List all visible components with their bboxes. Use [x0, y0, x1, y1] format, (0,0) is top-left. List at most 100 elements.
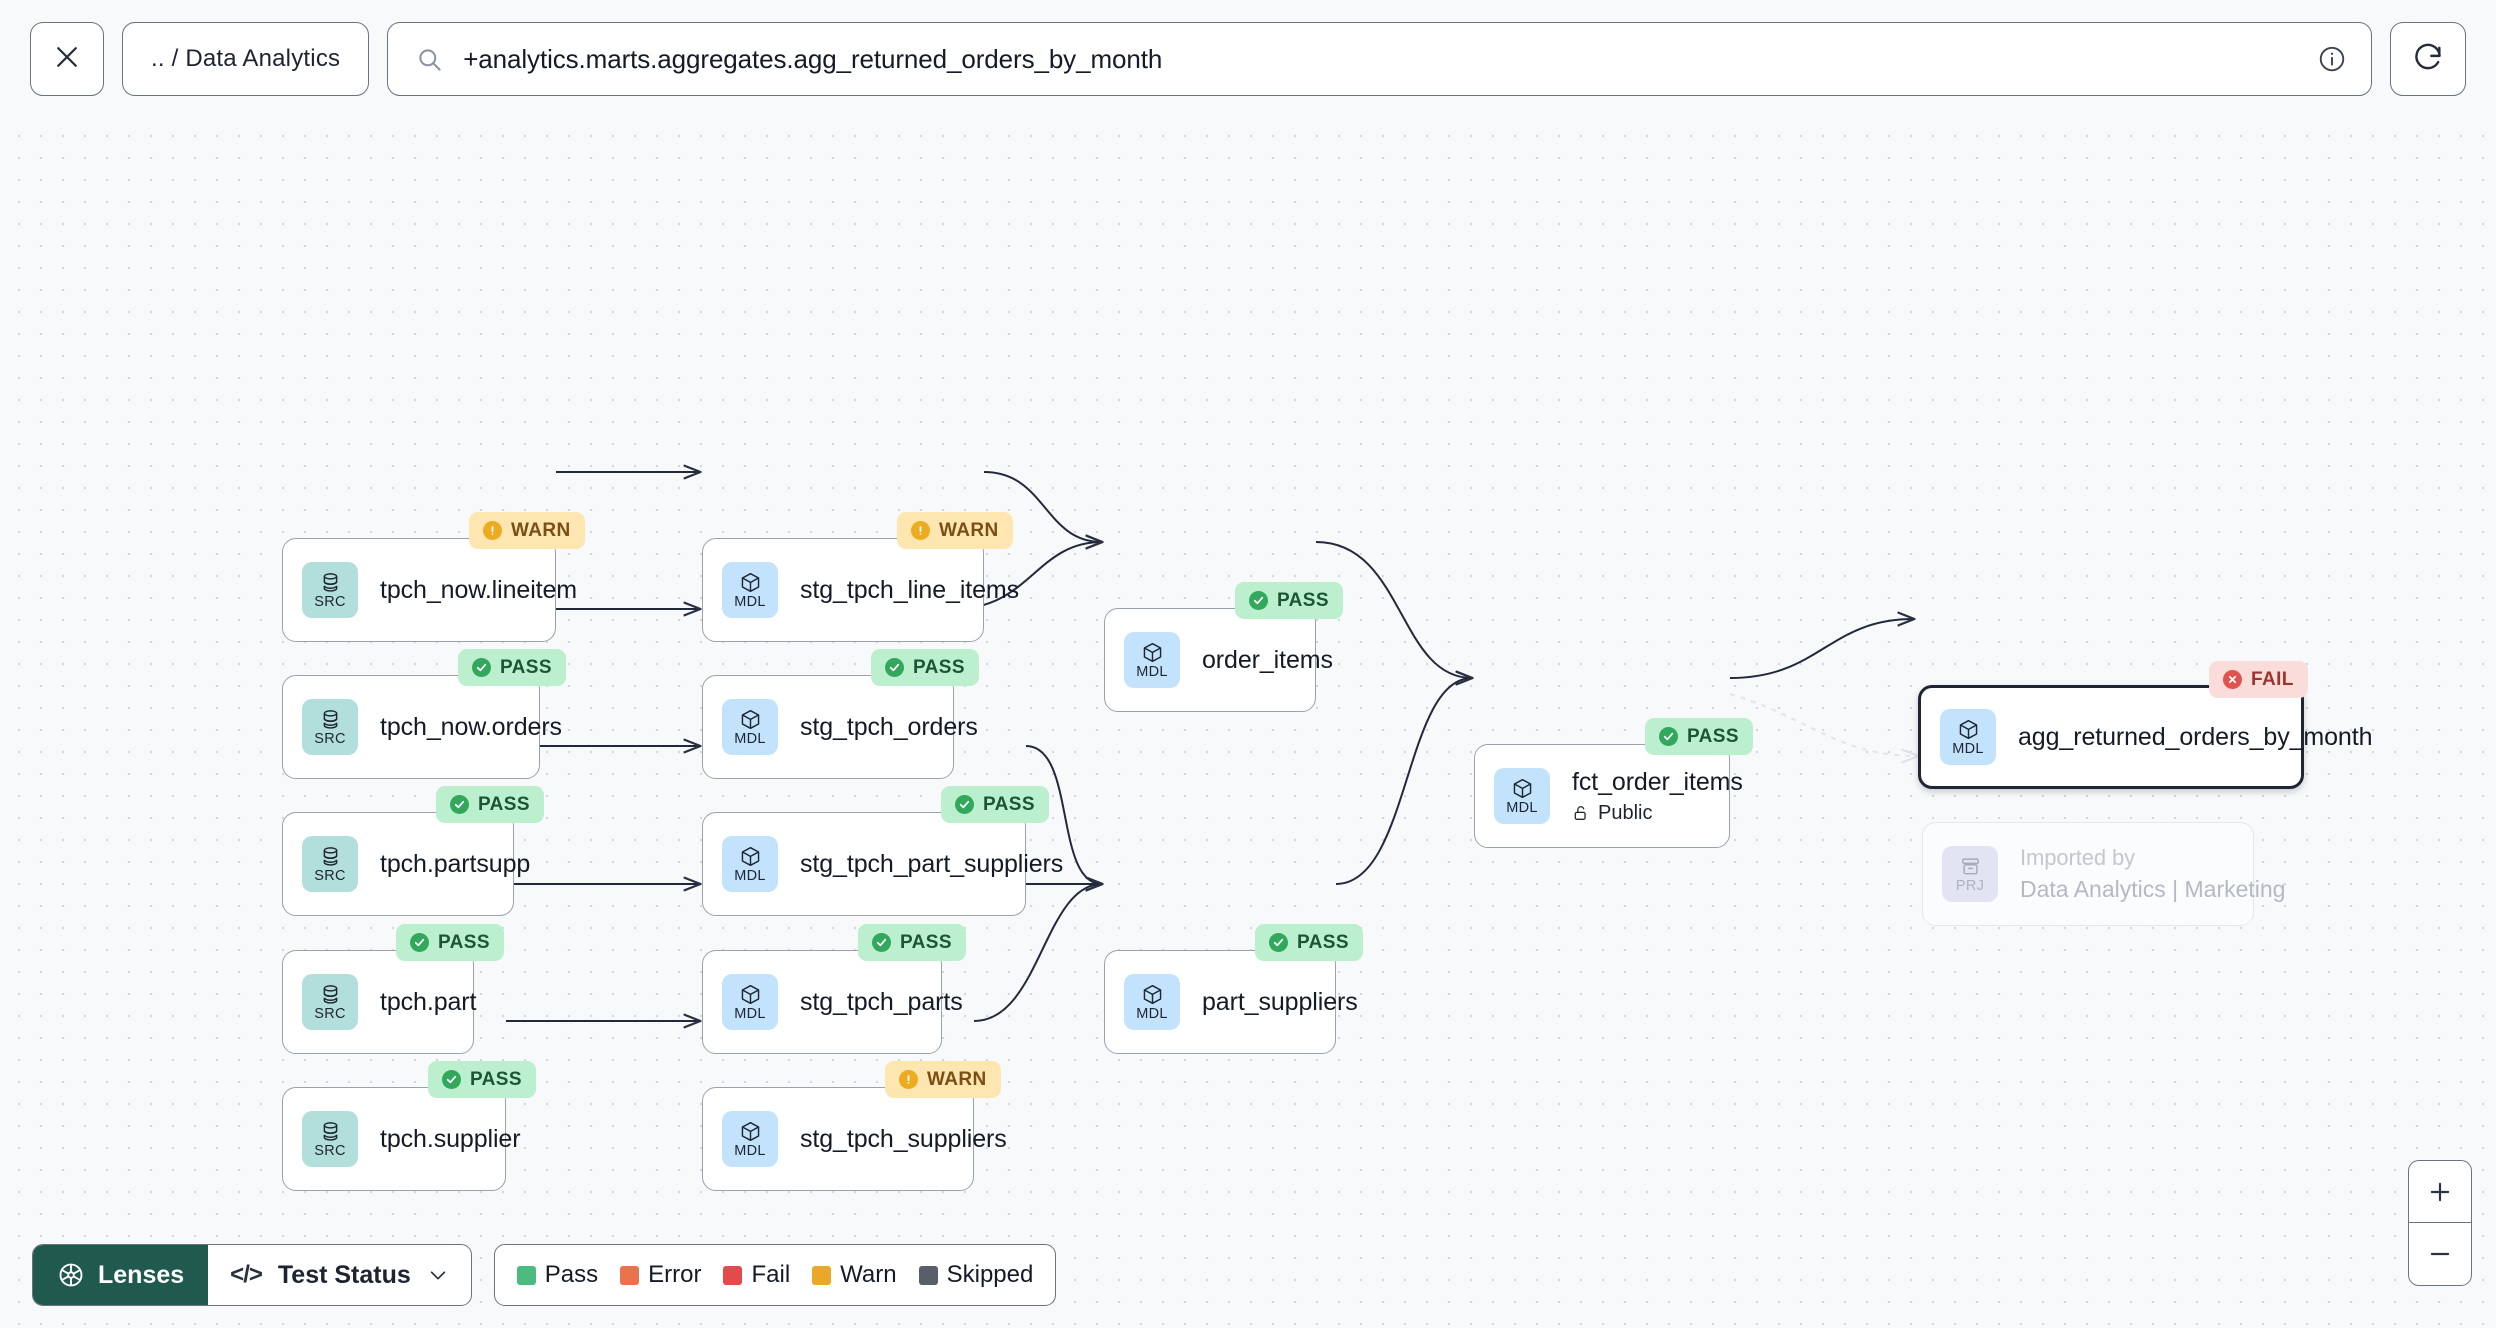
node-subtitle-label: Public	[1598, 801, 1653, 824]
node-type-badge-mdl: MDL	[722, 1111, 778, 1167]
node-type-badge-src: SRC	[302, 836, 358, 892]
status-badge-label: PASS	[983, 793, 1035, 815]
legend-swatch	[620, 1265, 640, 1285]
zoom-in-button[interactable]	[2409, 1161, 2471, 1223]
status-badge-label: PASS	[1687, 725, 1739, 747]
graph-node-stg_tpch_orders[interactable]: MDL stg_tpch_orders PASS	[702, 649, 979, 779]
node-type-badge-src: SRC	[302, 562, 358, 618]
search-icon	[416, 46, 443, 73]
check-icon	[955, 795, 974, 814]
status-badge: PASS	[858, 924, 966, 961]
status-badge: FAIL	[2209, 661, 2308, 698]
cube-icon	[739, 1120, 762, 1143]
zoom-out-button[interactable]	[2409, 1223, 2471, 1285]
zoom-controls	[2408, 1160, 2472, 1286]
info-icon[interactable]	[2317, 44, 2347, 74]
minus-icon	[2427, 1241, 2453, 1267]
node-type-badge-mdl: MDL	[1940, 709, 1996, 765]
search-input[interactable]	[463, 43, 2297, 75]
node-type-label: MDL	[1136, 663, 1168, 680]
close-button[interactable]	[30, 22, 104, 96]
legend-swatch	[918, 1265, 938, 1285]
legend-item-error[interactable]: Error	[620, 1261, 701, 1289]
node-text: stg_tpch_part_suppliers	[800, 850, 1063, 879]
node-text: stg_tpch_line_items	[800, 575, 1020, 605]
node-type-badge-mdl: MDL	[722, 699, 778, 755]
legend-label: Warn	[840, 1261, 897, 1288]
status-badge: WARN	[897, 512, 1013, 549]
test-status-label: Test Status	[277, 1260, 411, 1289]
node-type-label: MDL	[734, 867, 766, 884]
archive-icon	[1959, 855, 1982, 878]
graph-node-stg_tpch_part_suppliers[interactable]: MDL stg_tpch_part_suppliers PASS	[702, 786, 1063, 916]
node-text: part_suppliers	[1202, 987, 1358, 1017]
cube-icon	[739, 983, 762, 1006]
node-type-label: SRC	[314, 1005, 346, 1022]
check-icon	[1249, 591, 1268, 610]
status-legend: Pass Error Fail Warn Skipped	[493, 1244, 1057, 1306]
node-type-badge-src: SRC	[302, 974, 358, 1030]
graph-node-stg_tpch_line_items[interactable]: MDL stg_tpch_line_items WARN	[702, 512, 1020, 642]
graph-node-agg_returned_orders_by_month[interactable]: MDL agg_returned_orders_by_month FAIL	[1918, 661, 2372, 789]
breadcrumb[interactable]: .. / Data Analytics	[122, 22, 370, 96]
node-title: tpch_now.lineitem	[380, 575, 578, 604]
graph-node-stg_tpch_parts[interactable]: MDL stg_tpch_parts PASS	[702, 924, 966, 1054]
chevron-down-icon	[427, 1264, 449, 1286]
node-title: part_suppliers	[1202, 987, 1358, 1016]
node-type-label: MDL	[1506, 799, 1538, 816]
search-field[interactable]	[387, 22, 2372, 96]
status-badge: PASS	[871, 649, 979, 686]
node-type-badge-mdl: MDL	[722, 974, 778, 1030]
legend-label: Skipped	[946, 1261, 1034, 1288]
legend-item-fail[interactable]: Fail	[723, 1261, 790, 1289]
node-text: agg_returned_orders_by_month	[2018, 723, 2372, 752]
status-badge: PASS	[1235, 582, 1343, 619]
node-title: fct_order_items	[1572, 767, 1743, 796]
test-status-dropdown[interactable]: </> Test Status	[208, 1245, 471, 1305]
status-badge-label: FAIL	[2251, 668, 2294, 690]
node-text: tpch.part	[380, 988, 476, 1017]
refresh-button[interactable]	[2390, 22, 2466, 96]
lens-control-group: Lenses </> Test Status	[32, 1244, 472, 1306]
legend-swatch	[812, 1265, 832, 1285]
node-type-label: SRC	[314, 867, 346, 884]
cube-icon	[1141, 641, 1164, 664]
check-icon	[472, 658, 491, 677]
node-text: stg_tpch_suppliers	[800, 1124, 1007, 1154]
status-badge: PASS	[436, 786, 544, 823]
check-icon	[450, 795, 469, 814]
database-icon	[319, 708, 342, 731]
check-icon	[442, 1070, 461, 1089]
node-title: stg_tpch_suppliers	[800, 1124, 1007, 1153]
node-title: stg_tpch_parts	[800, 987, 963, 1016]
legend-label: Pass	[544, 1261, 599, 1288]
node-type-label: PRJ	[1955, 877, 1985, 894]
top-header: .. / Data Analytics	[0, 0, 2496, 118]
warning-icon	[483, 521, 502, 540]
lenses-button[interactable]: Lenses	[33, 1245, 209, 1305]
database-icon	[319, 983, 342, 1006]
error-x-icon	[2223, 670, 2242, 689]
node-title: stg_tpch_orders	[800, 712, 978, 741]
legend-item-pass[interactable]: Pass	[516, 1261, 599, 1289]
node-title: stg_tpch_line_items	[800, 575, 1020, 604]
legend-item-warn[interactable]: Warn	[812, 1261, 897, 1289]
status-badge-label: PASS	[500, 656, 552, 678]
node-type-badge-mdl: MDL	[722, 562, 778, 618]
node-type-badge-mdl: MDL	[1124, 974, 1180, 1030]
legend-item-skipped[interactable]: Skipped	[918, 1261, 1034, 1289]
cube-icon	[1957, 718, 1980, 741]
plus-icon	[2427, 1179, 2453, 1205]
status-badge-label: PASS	[478, 793, 530, 815]
